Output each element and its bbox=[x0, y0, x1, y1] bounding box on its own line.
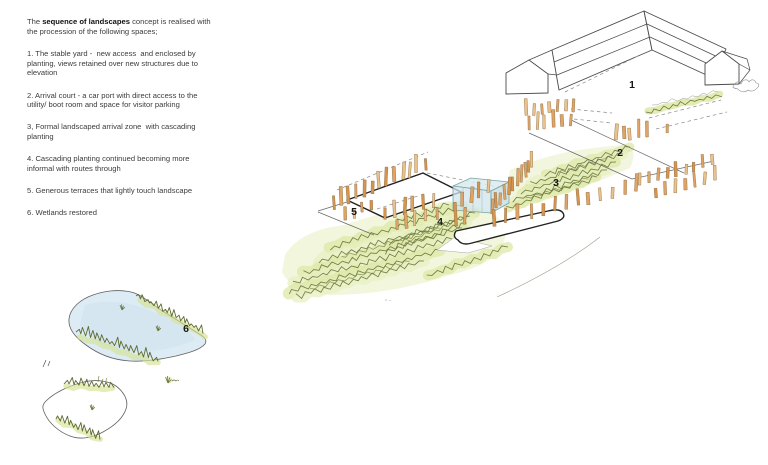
intro-text: The sequence of landscapes concept is re… bbox=[27, 17, 263, 36]
stable-yard-buildings bbox=[505, 10, 760, 95]
ground-lines bbox=[317, 119, 715, 301]
barn-wing-left bbox=[551, 10, 653, 91]
space-item-1: 1. The stable yard - new access and encl… bbox=[27, 48, 198, 78]
hedge-row bbox=[644, 90, 724, 115]
zone-label-3: 3 bbox=[553, 177, 559, 189]
space-item-5: 5. Generous terraces that lightly touch … bbox=[27, 186, 193, 196]
intro-post: concept is realised with the procession … bbox=[27, 17, 211, 36]
planting-posts bbox=[332, 98, 717, 230]
planting-washes bbox=[282, 142, 635, 303]
terrace-outline-lower bbox=[453, 209, 565, 245]
zone-label-5: 5 bbox=[351, 206, 357, 218]
bush-scribble bbox=[732, 79, 760, 93]
space-item-4: 4. Cascading planting continued becoming… bbox=[27, 154, 190, 174]
intro-bold: sequence of landscapes bbox=[42, 17, 130, 26]
wetland-sketch bbox=[42, 290, 208, 442]
zone-label-2: 2 bbox=[617, 147, 623, 159]
intro-pre: The bbox=[27, 17, 43, 26]
pond-water-tint bbox=[80, 301, 195, 352]
stable-yard-right-house bbox=[704, 50, 740, 86]
stable-yard-left-house bbox=[505, 59, 549, 95]
zone-label-1: 1 bbox=[629, 79, 635, 91]
space-item-2: 2. Arrival court - a car port with direc… bbox=[27, 90, 198, 110]
space-item-6: 6. Wetlands restored bbox=[27, 208, 97, 218]
description-panel: The sequence of landscapes concept is re… bbox=[27, 17, 263, 231]
zone-label-4: 4 bbox=[437, 216, 443, 228]
zone-label-6: 6 bbox=[183, 323, 189, 335]
space-item-3: 3, Formal landscaped arrival zone with c… bbox=[27, 122, 196, 142]
